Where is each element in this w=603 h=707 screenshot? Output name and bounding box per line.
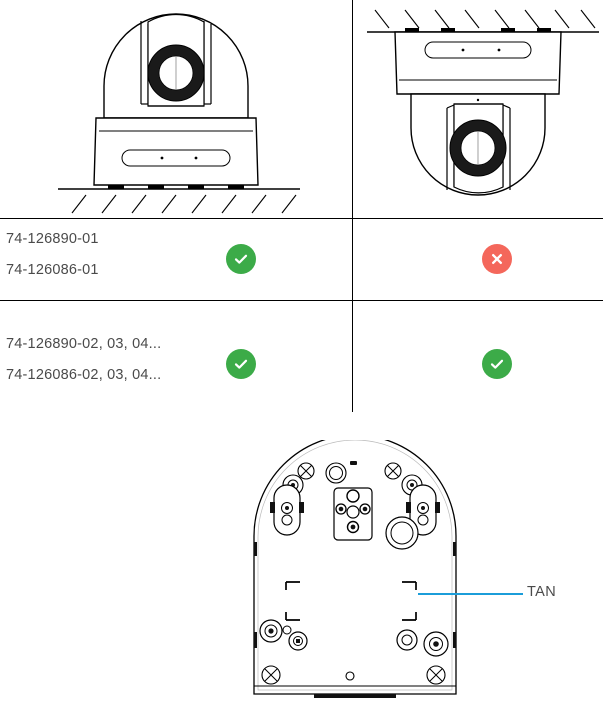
part-number: 74-126890-01 xyxy=(6,231,99,247)
illustration-camera-base-underside xyxy=(230,440,480,700)
compatibility-matrix: 74-126890-01 74-126086-01 74-126890-02, … xyxy=(0,0,603,412)
status-badge-supported xyxy=(226,349,256,379)
illustration-inverted-ceiling-mount xyxy=(353,0,603,218)
status-badge-supported xyxy=(226,244,256,274)
check-icon xyxy=(488,355,506,373)
illustration-upright-desktop-mount xyxy=(0,0,352,218)
callout-label-tan: TAN xyxy=(527,584,557,600)
close-icon xyxy=(488,250,506,268)
check-icon xyxy=(232,355,250,373)
part-number: 74-126086-01 xyxy=(6,261,99,278)
matrix-divider-row-1 xyxy=(0,218,603,219)
matrix-divider-row-2 xyxy=(0,300,603,301)
status-badge-not-supported xyxy=(482,244,512,274)
table-row: 74-126890-01 74-126086-01 xyxy=(6,232,99,277)
matrix-divider-column xyxy=(352,0,353,412)
check-icon xyxy=(232,250,250,268)
callout-leader-line xyxy=(418,593,523,595)
status-badge-supported xyxy=(482,349,512,379)
part-number: 74-126086-02, 03, 04... xyxy=(6,366,162,383)
table-row: 74-126890-02, 03, 04... 74-126086-02, 03… xyxy=(6,337,161,382)
part-number: 74-126890-02, 03, 04... xyxy=(6,336,162,352)
